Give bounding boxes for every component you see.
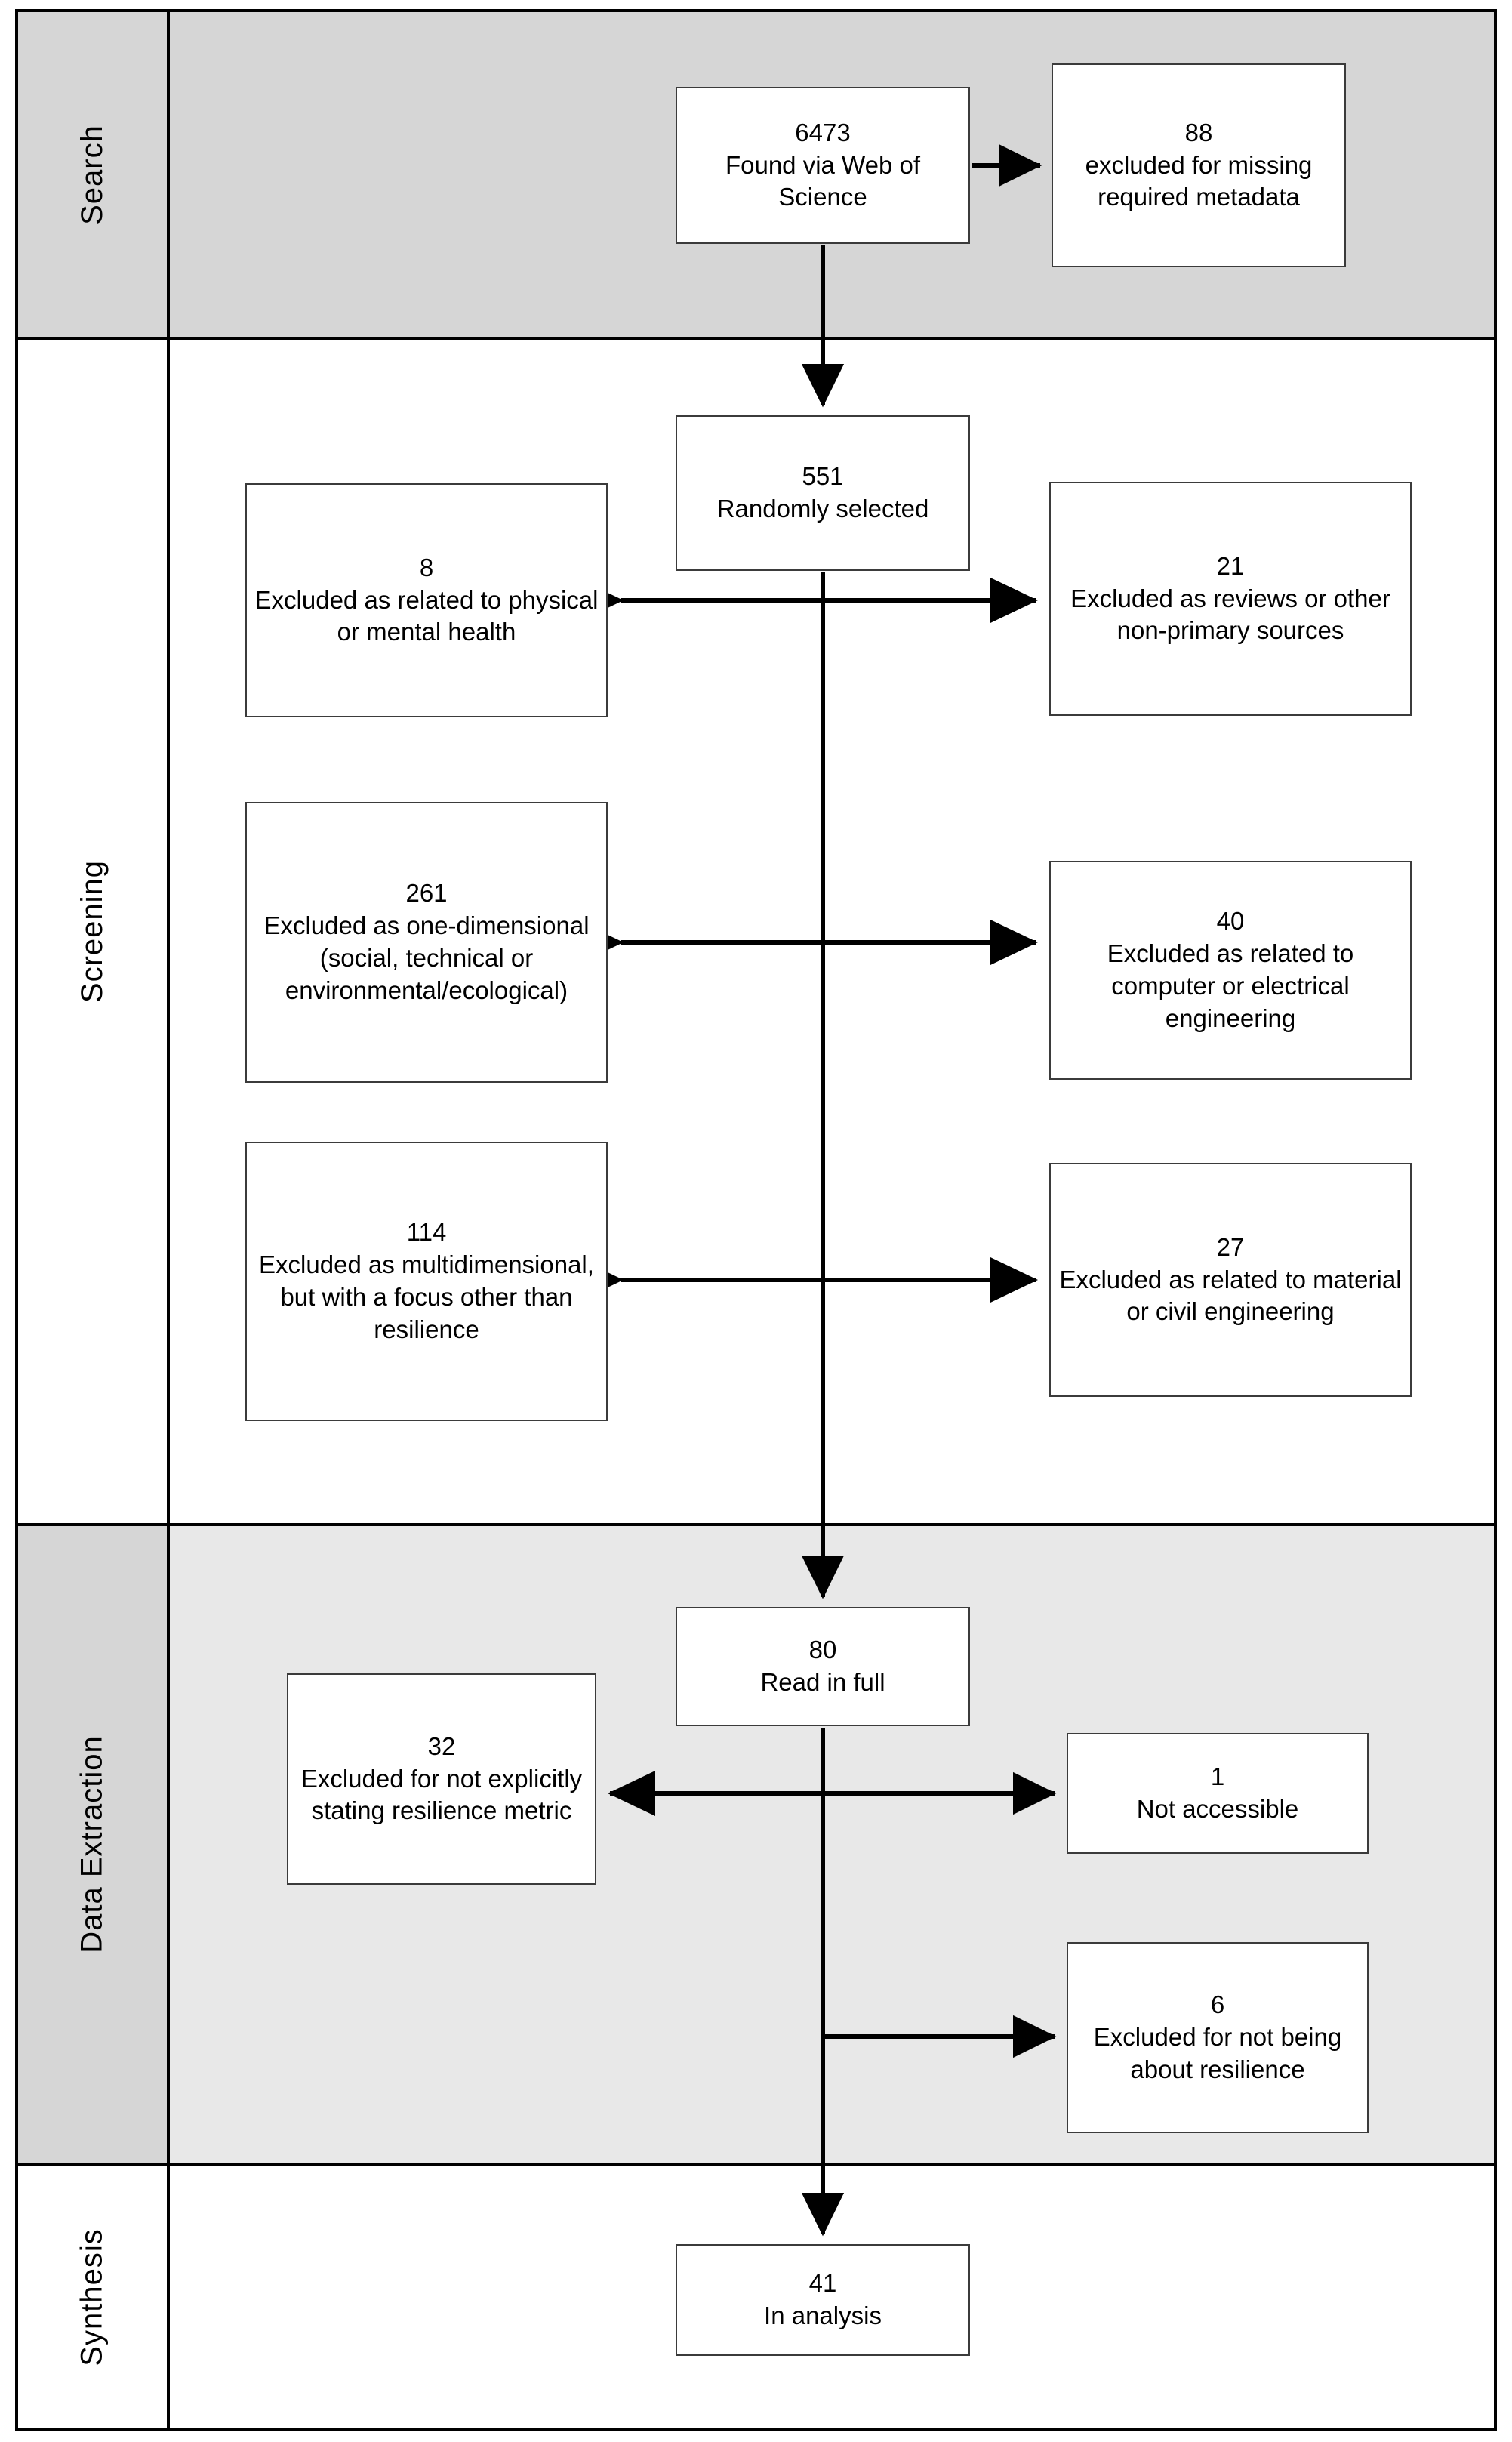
node-randomly-text: Randomly selected [716,495,929,523]
node-metadata-text: excluded for missing required metadata [1085,150,1313,211]
node-excluded-computer-electrical-engineering: 40 Excluded as related to computer or el… [1049,861,1412,1080]
node-excluded-reviews-nonprimary: 21 Excluded as reviews or other non-prim… [1049,482,1412,716]
node-inaccessible-text: Not accessible [1136,1795,1299,1823]
node-nometric-count: 32 [427,1731,456,1760]
node-readfull-text: Read in full [760,1668,885,1696]
node-inanalysis-text: In analysis [764,2302,882,2329]
node-civileng-text: Excluded as related to material or civil… [1059,1265,1402,1326]
section-label-data-extraction: Data Extraction [75,1735,109,1953]
node-excluded-material-civil-engineering: 27 Excluded as related to material or ci… [1049,1163,1412,1397]
node-readfull-count: 80 [808,1636,837,1664]
node-inaccessible-count: 1 [1210,1762,1225,1791]
node-multidim-text: Excluded as multidimensional, but with a… [259,1250,594,1343]
section-label-data-extraction-cell: Data Extraction [18,1526,170,2163]
node-randomly-count: 551 [802,462,844,491]
node-onedim-count: 261 [405,879,448,908]
node-civileng-count: 27 [1216,1232,1245,1261]
node-found-count: 6473 [795,118,851,146]
node-not-accessible: 1 Not accessible [1067,1733,1369,1854]
node-randomly-selected: 551 Randomly selected [676,415,970,571]
node-reviews-count: 21 [1216,551,1245,580]
section-label-synthesis: Synthesis [75,2228,109,2366]
node-excluded-one-dimensional: 261 Excluded as one-dimensional (social,… [245,802,608,1083]
section-label-screening-cell: Screening [18,340,170,1523]
node-health-count: 8 [419,553,434,581]
node-found-via-web-of-science: 6473 Found via Web of Science [676,87,970,244]
node-multidim-count: 114 [406,1218,447,1247]
section-label-search-cell: Search [18,12,170,337]
section-label-screening: Screening [75,859,109,1004]
section-label-synthesis-cell: Synthesis [18,2166,170,2428]
node-excluded-physical-mental-health: 8 Excluded as related to physical or men… [245,483,608,717]
node-reviews-text: Excluded as reviews or other non-primary… [1070,584,1390,645]
node-notresil-count: 6 [1210,1990,1225,2019]
node-in-analysis: 41 In analysis [676,2244,970,2356]
node-inanalysis-count: 41 [808,2269,837,2298]
node-found-text: Found via Web of Science [725,150,921,211]
node-nometric-text: Excluded for not explicitly stating resi… [300,1764,583,1825]
node-compeng-count: 40 [1216,907,1245,936]
node-onedim-text: Excluded as one-dimensional (social, tec… [263,911,590,1004]
node-read-in-full: 80 Read in full [676,1607,970,1726]
node-metadata-count: 88 [1184,118,1213,146]
node-excluded-multidimensional-other-focus: 114 Excluded as multidimensional, but wi… [245,1142,608,1421]
node-health-text: Excluded as related to physical or menta… [254,585,599,646]
node-excluded-not-about-resilience: 6 Excluded for not being about resilienc… [1067,1942,1369,2133]
node-excluded-missing-metadata: 88 excluded for missing required metadat… [1052,63,1346,267]
node-compeng-text: Excluded as related to computer or elect… [1107,939,1354,1032]
node-notresil-text: Excluded for not being about resilience [1093,2023,1342,2083]
node-excluded-no-resilience-metric: 32 Excluded for not explicitly stating r… [287,1673,596,1885]
section-label-search: Search [75,124,109,225]
